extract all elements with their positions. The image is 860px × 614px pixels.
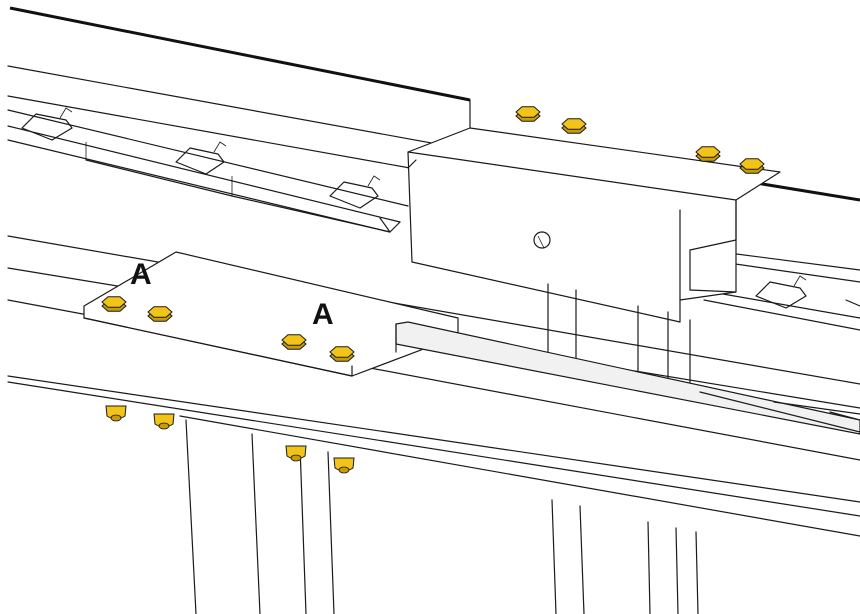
rail-clip (175, 141, 227, 175)
bolt-head (329, 346, 355, 362)
nut-underside (105, 405, 127, 422)
center-posts (547, 283, 691, 385)
bolt-head (281, 334, 307, 350)
bolt-head (695, 146, 721, 162)
bolt-head (147, 306, 173, 322)
angle-bracket (395, 321, 860, 435)
bolt-head (561, 118, 587, 134)
rail-clip (755, 275, 807, 309)
callout-label-a: A (312, 298, 334, 331)
nut-underside (333, 457, 355, 474)
center-box (407, 127, 781, 323)
bolt-head (101, 296, 127, 312)
lower-posts (185, 419, 699, 614)
rail-clip (21, 107, 73, 141)
box-hole (533, 231, 551, 249)
nut-underside (285, 445, 307, 462)
bolt-group (101, 106, 765, 474)
bolt-head (739, 158, 765, 174)
bolt-head (515, 106, 541, 122)
callout-label-a: A (130, 258, 152, 291)
nut-underside (153, 413, 175, 430)
rail-clip (329, 175, 381, 209)
left-track (7, 109, 409, 233)
